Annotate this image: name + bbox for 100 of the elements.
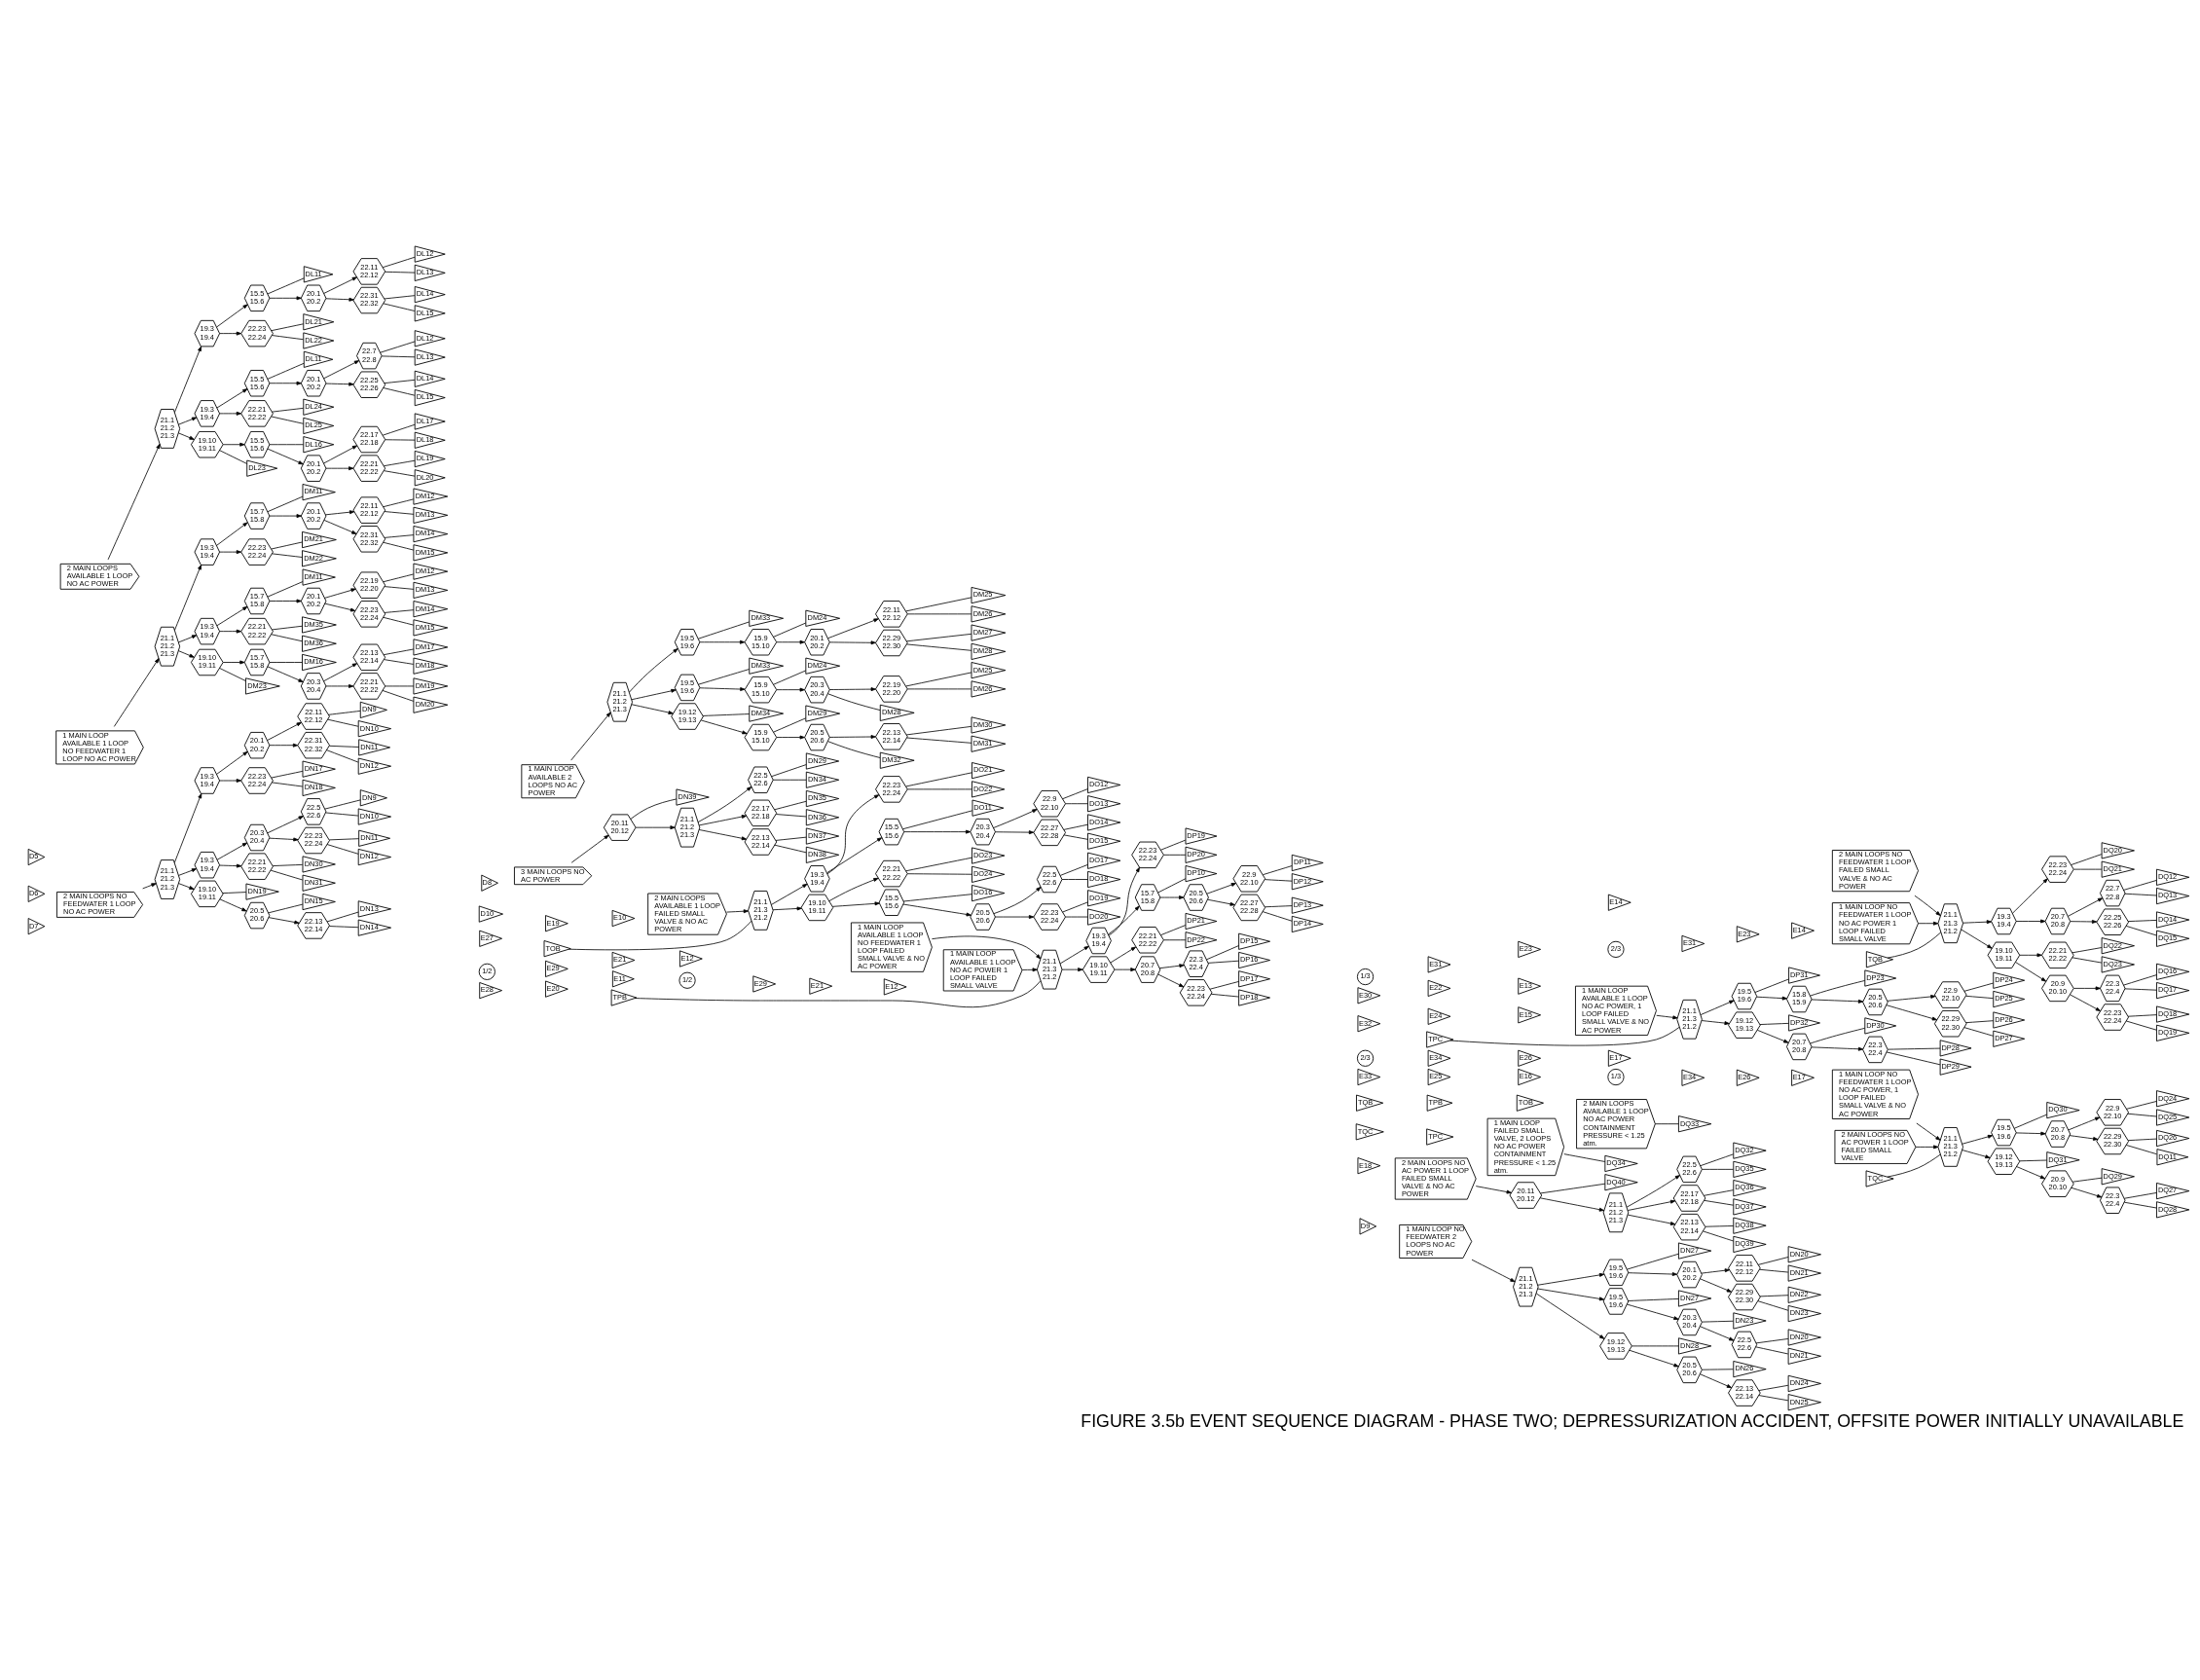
connector xyxy=(328,925,359,928)
connector xyxy=(1263,864,1293,875)
connector xyxy=(1065,916,1088,917)
arrow xyxy=(1961,929,1993,949)
connector xyxy=(270,869,304,880)
connector xyxy=(1209,980,1239,990)
connector xyxy=(382,423,416,436)
arrow xyxy=(1627,1214,1676,1225)
arrow xyxy=(323,275,357,294)
arrow xyxy=(2015,1131,2046,1136)
arrow xyxy=(1021,967,1038,971)
connector xyxy=(772,779,807,781)
connector xyxy=(383,541,415,550)
arrow xyxy=(2070,919,2098,924)
connector xyxy=(2125,925,2157,935)
arrow xyxy=(267,665,304,682)
arrow xyxy=(1811,999,1864,1004)
connector xyxy=(773,716,807,733)
arrow xyxy=(269,381,302,385)
arrow xyxy=(1627,1199,1676,1211)
connector xyxy=(905,857,972,871)
arrow xyxy=(2068,896,2104,917)
arrow xyxy=(1756,996,1788,1001)
arrow xyxy=(2015,919,2046,923)
connector xyxy=(1210,993,1239,997)
arrow xyxy=(1114,967,1136,971)
connector xyxy=(1754,978,1789,993)
arrow xyxy=(776,687,805,692)
connector xyxy=(906,788,972,789)
connector xyxy=(697,621,750,639)
connector xyxy=(1062,900,1088,912)
connector xyxy=(328,837,359,840)
arrow xyxy=(216,605,248,626)
connector xyxy=(1810,979,1866,996)
connector xyxy=(1810,1027,1866,1043)
arrow xyxy=(902,903,972,916)
connector xyxy=(385,685,415,686)
connector xyxy=(2019,1159,2048,1161)
connector xyxy=(1205,944,1239,960)
arrow xyxy=(1061,967,1083,971)
connector xyxy=(827,692,881,711)
connector xyxy=(902,893,972,901)
connector xyxy=(774,800,807,810)
connector xyxy=(1887,1047,1941,1050)
connector xyxy=(1758,1384,1789,1391)
arrow xyxy=(2019,952,2042,957)
connector xyxy=(2127,1113,2157,1116)
arrow xyxy=(269,743,299,748)
arrow xyxy=(903,829,972,834)
connector xyxy=(1160,924,1187,935)
arrow xyxy=(1475,1185,1512,1194)
connector xyxy=(271,770,304,778)
arrow xyxy=(2071,1187,2103,1197)
arrow xyxy=(635,824,676,829)
arrow xyxy=(631,688,677,700)
connector xyxy=(1059,863,1088,876)
arrow xyxy=(269,599,302,603)
arrow xyxy=(1626,1303,1679,1320)
connector xyxy=(1703,1230,1734,1241)
connector xyxy=(2127,1138,2157,1141)
arrow xyxy=(216,387,248,408)
connector xyxy=(1702,1368,1734,1370)
caption: FIGURE 3.5b EVENT SEQUENCE DIAGRAM - PHASE TWO; DEPRESSURIZATION ACCIDENT, OFFSITE POWER INITIALLY UNAVAILABLE xyxy=(1081,1410,2184,1431)
arrow xyxy=(219,778,241,783)
arrow xyxy=(1811,1045,1864,1051)
arrow xyxy=(113,657,160,727)
connector xyxy=(1963,982,1994,992)
connector xyxy=(268,903,304,913)
arrow xyxy=(268,916,300,924)
arrow xyxy=(831,900,880,907)
arrow xyxy=(776,639,805,644)
connector xyxy=(267,276,305,294)
connector xyxy=(1702,1168,1734,1170)
connector xyxy=(2126,1100,2157,1110)
arrow xyxy=(267,721,302,741)
arrow xyxy=(993,808,1038,828)
connector xyxy=(827,740,881,758)
arrow xyxy=(771,883,808,905)
connector xyxy=(267,580,304,598)
connector xyxy=(382,689,415,702)
arrow xyxy=(269,513,302,518)
connector xyxy=(630,798,678,820)
connector xyxy=(384,608,415,613)
connector xyxy=(382,256,416,268)
arrow xyxy=(1701,1019,1730,1025)
arrow xyxy=(267,448,304,464)
connector xyxy=(269,443,305,445)
arrow xyxy=(1537,1272,1605,1286)
arrow xyxy=(325,297,354,302)
connector xyxy=(1755,1345,1789,1354)
connector xyxy=(1163,854,1187,856)
connector xyxy=(383,302,416,311)
connector xyxy=(271,625,303,630)
arrow xyxy=(219,629,241,634)
arrow xyxy=(1628,1271,1678,1276)
connector xyxy=(1705,1224,1735,1227)
arrow xyxy=(219,549,241,554)
connector xyxy=(222,891,247,894)
connector xyxy=(905,596,972,611)
arrow xyxy=(323,359,360,379)
